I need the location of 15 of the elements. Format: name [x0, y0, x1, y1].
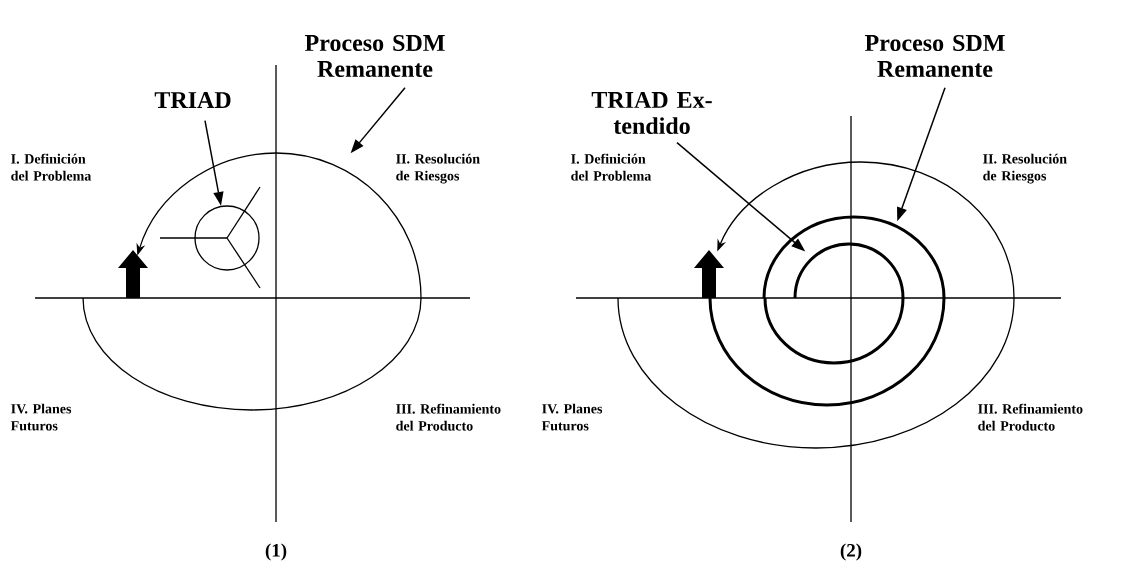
callout-text: Proceso SDM Remanente — [305, 34, 445, 78]
callout-text: TRIAD — [154, 92, 231, 108]
quadrant-label: III. Refinamiento del Producto — [978, 403, 1083, 431]
figure-number: (2) — [840, 543, 862, 561]
quadrant-label: I. Definición del Problema — [11, 153, 92, 181]
quadrant-label: I. Definición del Problema — [571, 153, 652, 181]
quadrant-label: III. Refinamiento del Producto — [396, 403, 501, 431]
callout-text: Proceso SDM Remanente — [865, 34, 1005, 78]
spiral-drawing — [708, 215, 946, 407]
callout-text: TRIAD Ex- tendido — [591, 91, 712, 135]
quadrant-label: II. Resolución de Riesgos — [983, 153, 1067, 184]
quadrant-label: IV. Planes Futuros — [541, 403, 603, 431]
quadrant-label: IV. Planes Futuros — [10, 403, 72, 431]
quadrant-label: II. Resolución de Riesgos — [396, 153, 480, 184]
figure-number: (1) — [265, 543, 287, 561]
